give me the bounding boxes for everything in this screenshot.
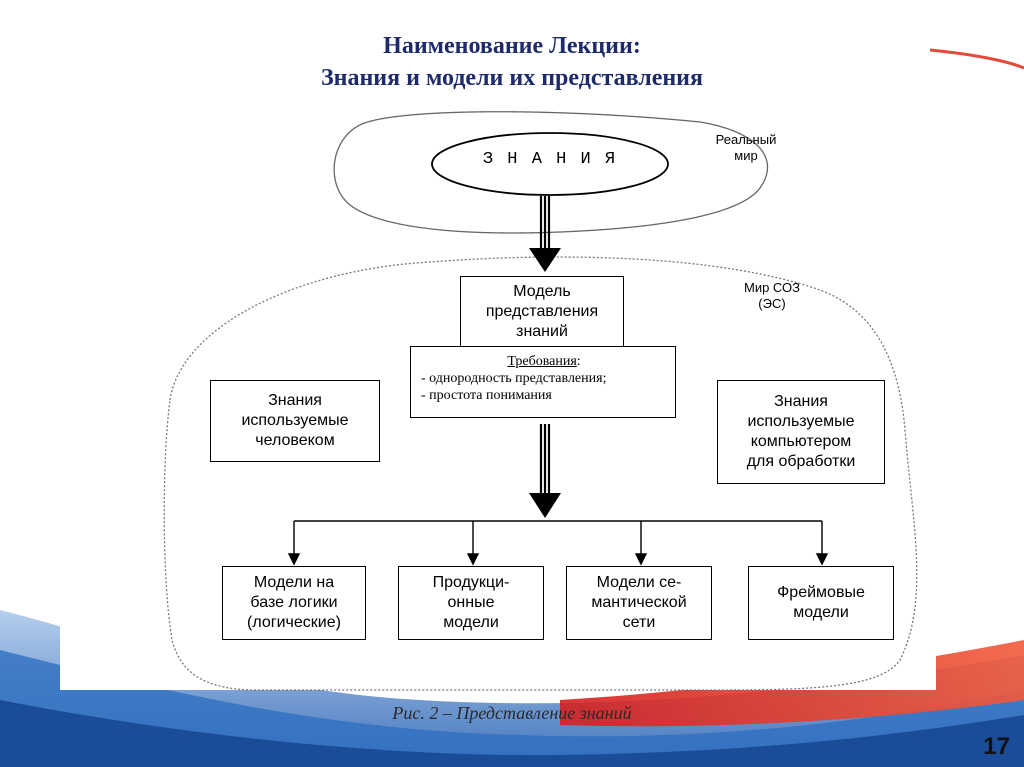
computer-knowledge-line3: компьютером <box>750 433 852 450</box>
real-world-outline <box>333 111 769 234</box>
knowledge-label: З Н А Н И Я <box>482 150 618 169</box>
computer-knowledge-line1: Знания <box>774 393 828 410</box>
production-models-line1: Продукци- <box>432 574 510 591</box>
logic-models-box: Модели на базе логики (логические) <box>222 566 366 640</box>
requirements-title: Требования <box>507 354 577 369</box>
requirements-box: Требования: - однородность представления… <box>410 346 676 418</box>
figure-caption: Рис. 2 – Представление знаний <box>392 703 632 723</box>
page-number: 17 <box>983 733 1010 760</box>
computer-knowledge-box: Знания используемые компьютером для обра… <box>717 380 885 484</box>
human-knowledge-line2: используемые <box>241 412 349 429</box>
production-models-line2: онные <box>447 594 495 611</box>
top-arrow <box>529 196 561 272</box>
real-world-label: Реальный мир <box>696 132 796 164</box>
logic-models-line3: (логические) <box>247 614 341 631</box>
model-line3: знаний <box>516 323 568 340</box>
logic-models-line1: Модели на <box>253 574 335 591</box>
model-line1: Модель <box>513 283 571 300</box>
human-knowledge-box: Знания используемые человеком <box>210 380 380 462</box>
computer-knowledge-line4: для обработки <box>746 453 856 470</box>
slide-title-line1: Наименование Лекции: <box>383 33 641 59</box>
model-box: Модель представления знаний <box>460 276 624 348</box>
real-world-line1: Реальный <box>715 132 777 147</box>
semantic-network-line2: мантической <box>591 594 687 611</box>
computer-knowledge-line2: используемые <box>747 413 855 430</box>
leaf-arrows <box>287 521 829 566</box>
semantic-network-line1: Модели се- <box>596 574 682 591</box>
semantic-network-box: Модели се- мантической сети <box>566 566 712 640</box>
model-line2: представления <box>485 303 599 320</box>
requirements-title-row: Требования: <box>421 353 667 370</box>
human-knowledge-line3: человеком <box>255 432 335 449</box>
knowledge-ellipse <box>431 132 669 196</box>
production-models-box: Продукци- онные модели <box>398 566 544 640</box>
middle-arrow <box>529 424 561 518</box>
real-world-line2: мир <box>734 148 758 163</box>
soz-world-label: Мир СОЗ (ЭС) <box>722 280 822 312</box>
logic-models-line2: базе логики <box>250 594 338 611</box>
semantic-network-line3: сети <box>622 614 656 631</box>
human-knowledge-line1: Знания <box>268 392 322 409</box>
soz-world-line2: (ЭС) <box>758 296 786 311</box>
requirement-item-2: - простота понимания <box>421 388 552 403</box>
soz-world-line1: Мир СОЗ <box>744 280 800 295</box>
requirements-colon: : <box>576 354 581 369</box>
frame-models-line1: Фреймовые <box>777 584 865 601</box>
production-models-line3: модели <box>443 614 499 631</box>
slide-title-line2: Знания и модели их представления <box>320 65 703 91</box>
frame-models-line2: модели <box>793 604 849 621</box>
soz-world-outline <box>163 256 918 691</box>
requirement-item-1: - однородность представления; <box>421 371 607 386</box>
frame-models-box: Фреймовые модели <box>748 566 894 640</box>
